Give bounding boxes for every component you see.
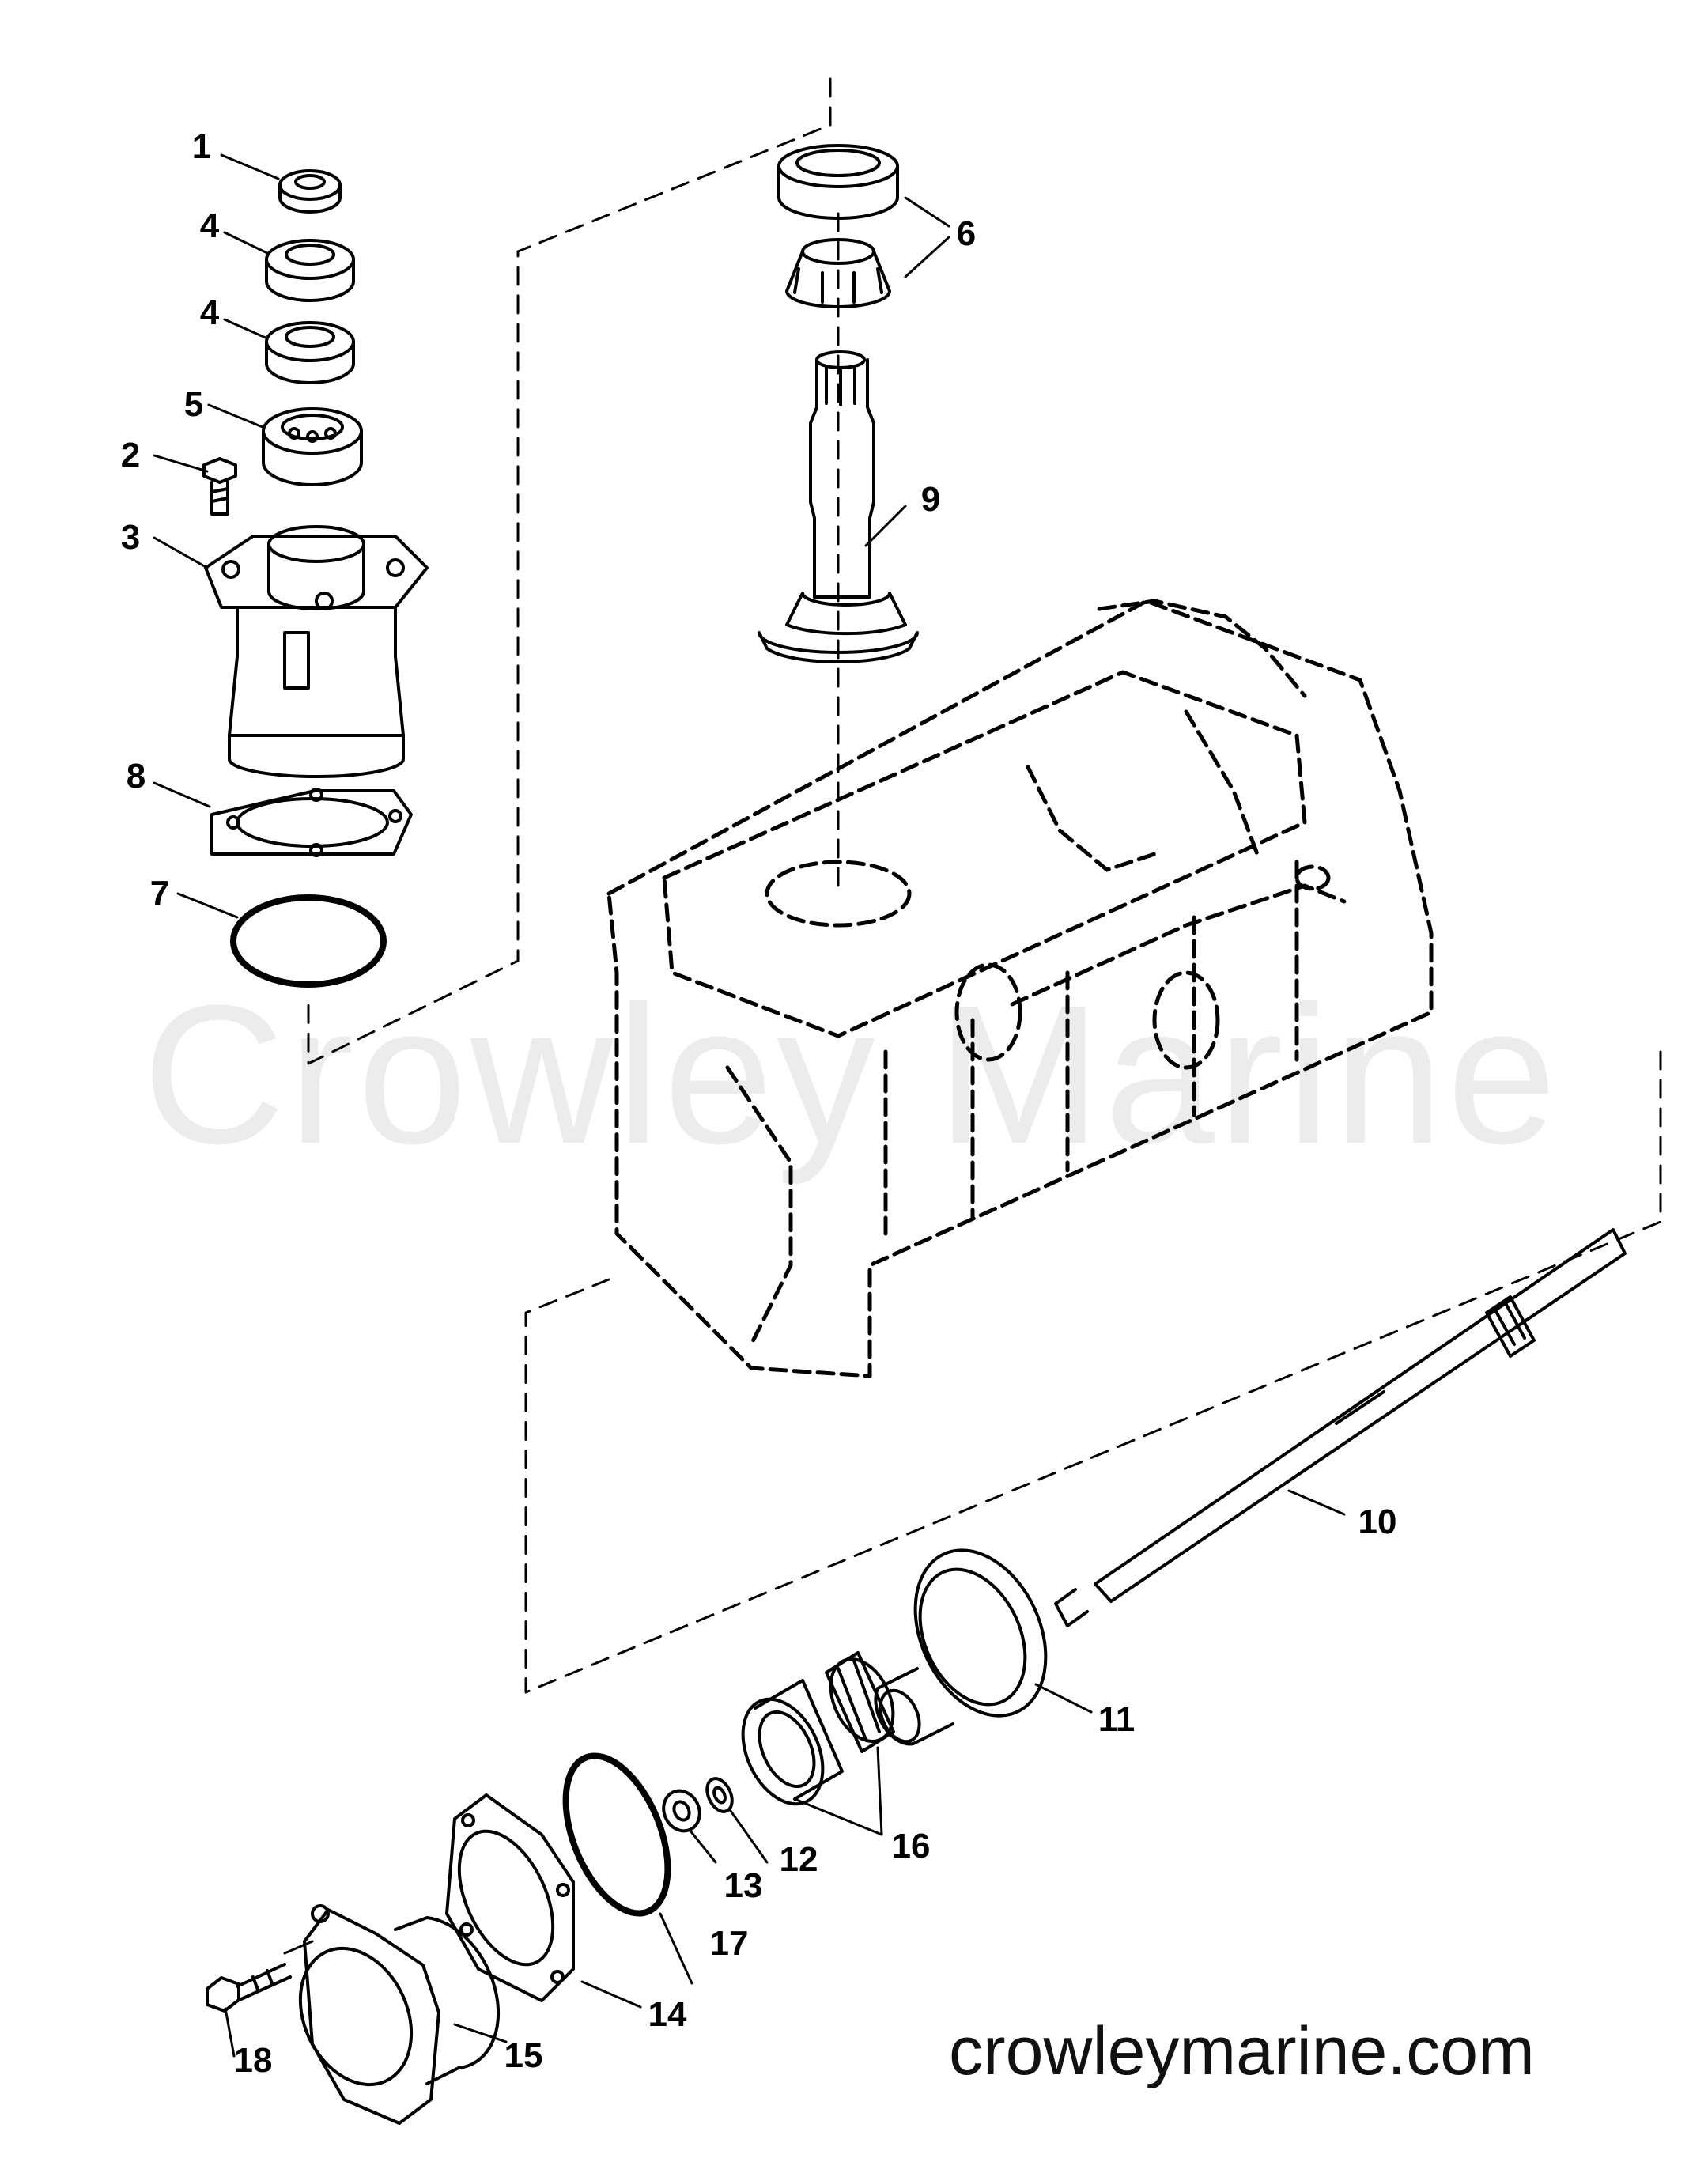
callout-12: 12 bbox=[779, 1840, 818, 1879]
callout-11: 11 bbox=[1098, 1700, 1136, 1739]
callout-13: 13 bbox=[724, 1866, 763, 1905]
part-18-screw bbox=[206, 1963, 292, 2013]
callout-3: 3 bbox=[120, 518, 141, 557]
part-3-bearing-housing bbox=[204, 525, 429, 778]
part-12-washer bbox=[705, 1777, 734, 1813]
callout-1: 1 bbox=[191, 127, 212, 166]
gear-housing bbox=[606, 599, 1434, 1378]
part-5-ball-bearing bbox=[262, 407, 363, 486]
callout-9: 9 bbox=[920, 480, 941, 519]
leader-lines bbox=[153, 153, 1346, 2058]
upper-dashed-guide bbox=[307, 77, 832, 1065]
part-15-end-cap bbox=[298, 1904, 501, 2125]
callout-2: 2 bbox=[120, 436, 141, 474]
callout-5: 5 bbox=[183, 385, 204, 424]
callout-7: 7 bbox=[149, 874, 170, 913]
callout-18: 18 bbox=[233, 2041, 273, 2080]
part-14-gasket bbox=[445, 1793, 575, 2002]
callout-4-lower: 4 bbox=[199, 293, 220, 332]
part-9-drive-shaft bbox=[758, 350, 919, 663]
callout-17: 17 bbox=[709, 1924, 749, 1963]
part-8-gasket bbox=[210, 788, 413, 857]
callout-6: 6 bbox=[956, 214, 977, 253]
part-4-shim-lower bbox=[265, 321, 355, 384]
callout-16: 16 bbox=[891, 1827, 931, 1865]
site-url: crowleymarine.com bbox=[949, 2013, 1535, 2089]
callout-8: 8 bbox=[126, 757, 146, 796]
part-17-o-ring bbox=[562, 1752, 671, 1917]
part-2-screw bbox=[202, 457, 237, 516]
part-1-washer bbox=[278, 169, 342, 214]
callout-4-upper: 4 bbox=[199, 206, 220, 245]
callout-10: 10 bbox=[1358, 1502, 1397, 1541]
part-11-forward-gear bbox=[874, 1548, 1048, 1746]
part-7-o-ring bbox=[230, 894, 387, 988]
part-4-shim-upper bbox=[265, 239, 355, 302]
part-16-tapered-bearing bbox=[741, 1651, 895, 1806]
callout-14: 14 bbox=[648, 1995, 687, 2034]
watermark-text: Crowley Marine bbox=[142, 964, 1560, 1185]
lower-dashed-guide bbox=[524, 212, 1662, 1694]
part-6-tapered-bearing bbox=[777, 144, 899, 308]
part-10-prop-shaft bbox=[1054, 1228, 1627, 1627]
part-13-nut bbox=[662, 1789, 701, 1833]
callout-15: 15 bbox=[504, 2036, 543, 2075]
